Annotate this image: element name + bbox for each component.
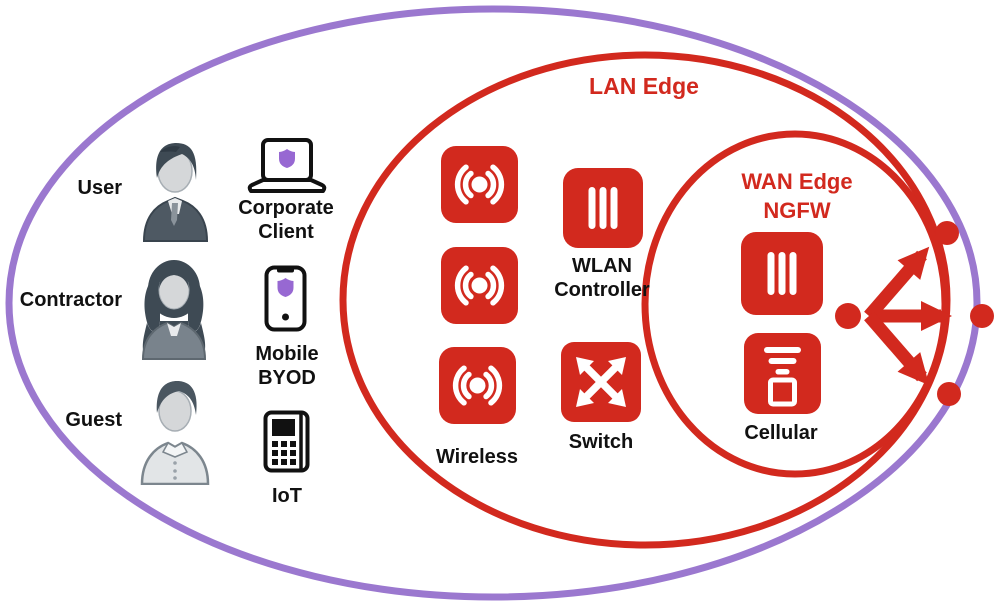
laptop-shield-icon (247, 138, 327, 193)
wan-edge-title-line2: NGFW (763, 198, 831, 223)
arrow-down-right (864, 311, 930, 386)
cellular-gateway-icon (744, 333, 821, 414)
casual-man-icon (140, 381, 210, 485)
edge-dot-top (935, 221, 959, 245)
firewall-icon (741, 232, 823, 315)
switch-icon (561, 342, 641, 422)
user-label: User (77, 177, 122, 199)
contractor-avatar (133, 255, 215, 360)
corporate-client-device (243, 138, 331, 196)
phone-shield-icon (264, 265, 307, 332)
wireless-ap-3 (439, 347, 516, 424)
lan-edge-title: LAN Edge (589, 73, 699, 99)
wlan-controller-label-line2: Controller (554, 279, 650, 301)
edge-dot-right (970, 304, 994, 328)
mobile-byod-label-line1: Mobile (255, 343, 319, 365)
cellular-label: Cellular (744, 422, 818, 444)
controller-icon (563, 168, 643, 248)
edge-dot-bottom (937, 382, 961, 406)
arrow-up-right (864, 246, 930, 321)
contractor-label: Contractor (19, 289, 122, 311)
branch-arrow (864, 246, 952, 386)
wlan-controller-device (563, 168, 643, 248)
wireless-ap-1 (441, 146, 518, 223)
shield-icon (279, 149, 295, 168)
access-point-icon (441, 247, 518, 324)
corporate-client-label: Corporate Client (211, 196, 361, 244)
switch-device (561, 342, 641, 422)
switch-label: Switch (568, 431, 634, 453)
source-node-dot (835, 303, 861, 329)
cellular-device (744, 333, 821, 414)
iot-device (263, 410, 312, 473)
wlan-controller-label: WLAN Controller (527, 254, 677, 302)
mobile-byod-label: Mobile BYOD (212, 342, 362, 390)
wlan-controller-label-line1: WLAN (572, 255, 632, 277)
mobile-byod-label-line2: BYOD (258, 367, 316, 389)
ngfw-device (741, 232, 823, 315)
corporate-client-label-line1: Corporate (238, 197, 334, 219)
wireless-label: Wireless (435, 446, 519, 468)
shield-icon (277, 278, 294, 297)
guest-label: Guest (65, 409, 122, 431)
wan-edge-title: WAN Edge NGFW (712, 167, 882, 225)
wan-edge-title-line1: WAN Edge (741, 169, 853, 194)
corporate-client-label-line2: Client (258, 221, 314, 243)
wireless-ap-2 (441, 247, 518, 324)
iot-label: IoT (272, 485, 302, 507)
guest-avatar (134, 377, 216, 485)
access-point-icon (439, 347, 516, 424)
iot-terminal-icon (263, 410, 310, 473)
access-point-icon (441, 146, 518, 223)
mobile-byod-device (264, 265, 307, 332)
user-avatar (136, 140, 216, 242)
businesswoman-icon (141, 260, 207, 360)
outer-zone-ellipse (5, 5, 981, 601)
businessman-icon (142, 143, 209, 242)
